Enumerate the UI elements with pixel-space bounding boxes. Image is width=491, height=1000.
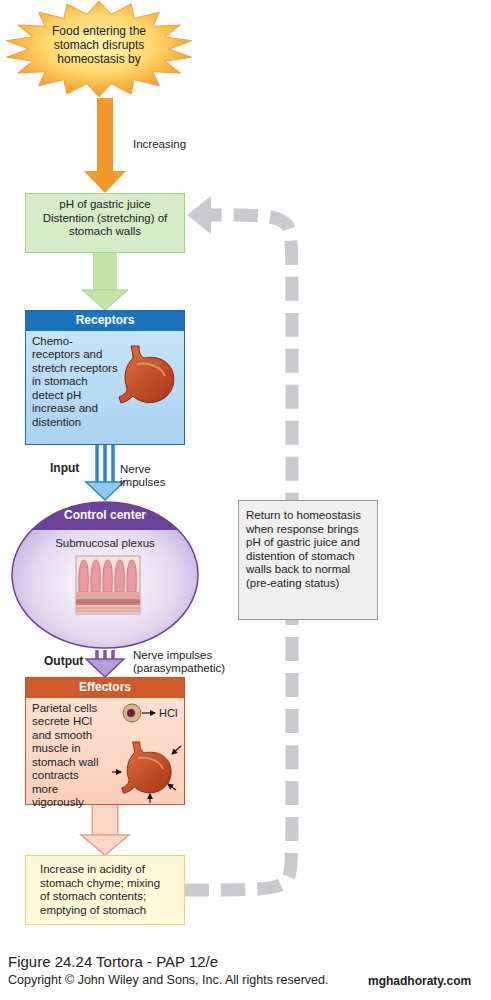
copyright-note: Copyright © John Wiley and Sons, Inc. Al… [8, 974, 328, 988]
box-heading: Effectors [26, 678, 184, 698]
signal-label: Output [44, 655, 83, 669]
stomach-shape [119, 346, 174, 403]
box-text: Distention (stretching) of stomach walls [32, 212, 178, 239]
response-box: Increase in acidity of stomach chyme; mi… [25, 855, 185, 925]
box-text: Return to homeostasis when response brin… [246, 509, 370, 590]
box-text: pH of gastric juice [32, 198, 178, 212]
flow-arrow [105, 253, 106, 290]
tissue-layer [76, 592, 140, 599]
villus-shape [127, 560, 137, 592]
arrow-shaft [93, 805, 117, 835]
arrow-shaft [95, 650, 99, 659]
stomach-illustration [119, 346, 174, 403]
box-body: Chemo- receptors and stretch receptors i… [26, 331, 184, 434]
ellipse-body [12, 502, 198, 648]
contraction-arrow [172, 746, 181, 754]
box-body-text: Parietal cells secrete HCl and smooth mu… [32, 702, 98, 809]
tissue-layer [76, 599, 140, 605]
arrow-shaft [97, 98, 113, 171]
box-text: Food entering the stomach disrupts homeo… [4, 0, 194, 66]
villus-shape [79, 560, 89, 592]
figure-caption: Figure 24.24 Tortora - PAP 12/e [8, 953, 218, 970]
arrow-shaft [95, 445, 99, 482]
ellipse-outline [10, 500, 200, 650]
box-text: Increase in acidity of stomach chyme; mi… [40, 863, 170, 917]
arrow-label: Nerve impulses (parasympathetic) [133, 649, 253, 676]
receptors-box: ReceptorsChemo- receptors and stretch re… [25, 310, 185, 445]
box-body-text: Chemo- receptors and stretch receptors i… [32, 335, 118, 428]
stomach-shape [122, 742, 171, 793]
flow-arrow [105, 98, 106, 171]
contraction-arrows [112, 746, 181, 803]
secretion-arrow [142, 712, 155, 713]
parietal-cell [123, 704, 141, 722]
villus-shape [91, 560, 101, 592]
submucosal-plexus-tissue [76, 556, 140, 614]
arrow-shaft [111, 650, 115, 659]
ellipse-border [12, 502, 198, 648]
contraction-arrow [149, 794, 150, 803]
villus-shape [115, 560, 125, 592]
watermark: mghadhoraty.com [368, 975, 471, 989]
box-heading: Receptors [26, 311, 184, 331]
arrow-shaft [103, 445, 107, 482]
tissue-background [76, 556, 140, 614]
box-body-text: Submucosal plexus [10, 537, 200, 551]
effectors-box: EffectorsParietal cells secrete HCl and … [25, 677, 185, 805]
controlled-condition-box: pH of gastric juiceDistention (stretchin… [25, 193, 185, 253]
cell-nucleus [127, 709, 135, 717]
arrow-label: Nerve impulses [120, 463, 182, 490]
contraction-arrow [168, 784, 176, 790]
control-center-ellipse: Control centerSubmucosal plexus [10, 500, 200, 650]
tissue-layer [76, 605, 140, 614]
arrow-shaft [93, 253, 117, 290]
signal-label: Input [50, 462, 79, 476]
arrow-shaft [111, 445, 115, 482]
parietal-cell-illustration [123, 704, 155, 722]
flow-arrow [97, 650, 113, 659]
arrow-shaft [92, 805, 119, 835]
stomach-highlight [137, 364, 165, 377]
box-heading: Control center [10, 509, 200, 523]
homeostasis-note-box: Return to homeostasis when response brin… [238, 500, 378, 620]
arrow-shaft [103, 650, 107, 659]
chemical-label: HCl [159, 707, 177, 721]
starburst-event: Food entering the stomach disrupts homeo… [4, 0, 194, 98]
flow-arrow [105, 805, 106, 835]
stomach-illustration [122, 742, 171, 793]
arrow-label: Increasing [133, 138, 186, 152]
flow-arrow [97, 445, 113, 482]
stomach-highlight [138, 758, 163, 769]
contraction-arrow [112, 771, 121, 772]
villus-shape [103, 560, 113, 592]
tissue-stripes [76, 602, 140, 611]
illustration-space [118, 335, 178, 413]
